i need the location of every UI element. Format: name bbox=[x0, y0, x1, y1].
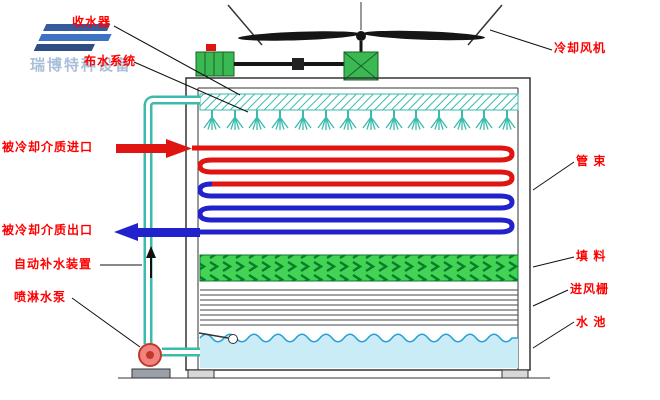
water-collector-band bbox=[199, 93, 519, 111]
filler-block bbox=[199, 254, 519, 282]
spray-water-riser-pipe bbox=[143, 95, 200, 357]
air-inlet-grille bbox=[200, 289, 518, 326]
label-distribution: 布水系统 bbox=[84, 54, 137, 68]
label-air-grille: 进风栅 bbox=[570, 282, 610, 296]
drive-shaft bbox=[234, 58, 344, 70]
label-tube-bundle: 管 束 bbox=[576, 154, 607, 168]
label-water-collector: 收水器 bbox=[72, 15, 112, 29]
label-medium-outlet: 被冷却介质出口 bbox=[2, 223, 94, 237]
coil-hot-red bbox=[192, 145, 515, 187]
outlet-arrow bbox=[114, 223, 200, 241]
tower-base bbox=[118, 369, 550, 379]
fan-motor bbox=[195, 44, 235, 77]
inlet-arrow bbox=[116, 139, 192, 158]
leader-lines bbox=[71, 25, 575, 349]
float-ball bbox=[228, 334, 238, 344]
label-water-pool: 水 池 bbox=[576, 315, 607, 329]
fan-hub bbox=[356, 31, 366, 41]
tower-frame bbox=[185, 77, 531, 371]
spray-pump bbox=[131, 343, 171, 379]
float-valve-arm bbox=[198, 332, 229, 339]
gearbox bbox=[343, 51, 379, 81]
label-cooling-fan: 冷却风机 bbox=[554, 41, 607, 55]
label-filler: 填 料 bbox=[576, 249, 607, 263]
motor-valve-mark bbox=[206, 44, 216, 51]
refill-flow-arrow bbox=[146, 246, 156, 278]
fan-blades bbox=[238, 30, 485, 52]
coil-cold-blue bbox=[197, 181, 515, 235]
spray-nozzles bbox=[203, 109, 516, 131]
label-auto-refill: 自动补水装置 bbox=[14, 257, 93, 271]
water-pool bbox=[198, 332, 518, 368]
label-medium-inlet: 被冷却介质进口 bbox=[2, 140, 94, 154]
label-spray-pump: 喷淋水泵 bbox=[14, 290, 67, 304]
